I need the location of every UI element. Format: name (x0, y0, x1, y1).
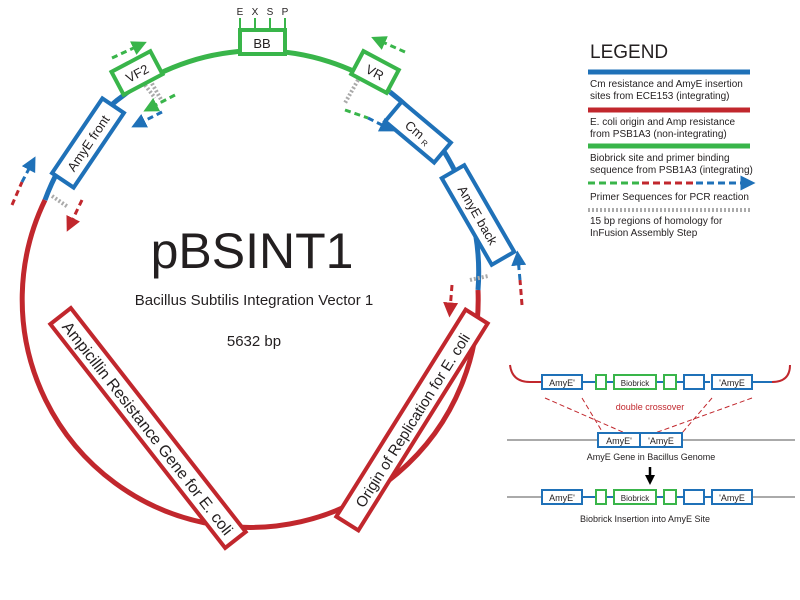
result-amye-prime-box (541, 489, 583, 505)
primer-left-inner (66, 199, 84, 232)
legend-item-red-line2: from PSB1A3 (non-integrating) (590, 129, 727, 140)
legend-item-homology-line2: InFusion Assembly Step (590, 228, 698, 239)
feature-vr: VR (348, 48, 402, 96)
feature-ori: Origin of Replication for E. coli (333, 306, 491, 534)
result-cm-box (683, 489, 705, 505)
legend-item-green-line2: sequence from PSB1A3 (integrating) (590, 165, 753, 176)
restriction-site-p: P (282, 7, 289, 18)
primer-right-inner (443, 284, 459, 318)
result-biobrick-box (613, 489, 657, 505)
fragment-green-small-left (595, 374, 607, 390)
plasmid-size: 5632 bp (227, 333, 281, 350)
feature-bb-label: BB (253, 36, 270, 51)
legend-item-blue-line2: sites from ECE153 (integrating) (590, 91, 730, 102)
primer-cm-forward (367, 116, 395, 132)
fragment-red-right (771, 364, 791, 383)
homology-regions (50, 79, 489, 282)
legend: LEGEND Cm resistance and AmyE insertion … (588, 42, 756, 239)
fragment-green-small-right (663, 374, 677, 390)
fragment-cm-box (683, 374, 705, 390)
fragment-prime-amye-label: 'AmyE (719, 378, 745, 388)
result-prime-amye-box (711, 489, 753, 505)
legend-title: LEGEND (590, 42, 668, 63)
plasmid-name: pBSINT1 (151, 223, 354, 279)
primer-vf2-forward (111, 41, 147, 60)
primer-vr-forward (371, 36, 406, 54)
fragment-prime-amye-box (711, 374, 753, 390)
legend-item-green-line1: Biobrick site and primer binding (590, 153, 730, 164)
plasmid-subtitle: Bacillus Subtilis Integration Vector 1 (135, 292, 373, 309)
primer-vr-reverse (344, 108, 369, 120)
primer-right-blue (511, 250, 527, 281)
legend-item-primers: Primer Sequences for PCR reaction (590, 192, 749, 203)
feature-vr-label: VR (363, 62, 386, 84)
legend-item-blue-line1: Cm resistance and AmyE insertion (590, 79, 743, 90)
integration-schematic: AmyE' Biobrick 'AmyE double crossover Am… (507, 364, 795, 524)
fragment-red-left (509, 364, 542, 383)
legend-item-homology-line1: 15 bp regions of homology for (590, 216, 723, 227)
result-green-small-right (663, 489, 677, 505)
feature-ori-label: Origin of Replication for E. coli (353, 331, 474, 511)
fragment-amye-prime-label: AmyE' (549, 378, 575, 388)
primer-right-red (518, 279, 524, 306)
restriction-site-x: X (252, 7, 259, 18)
fragment-amye-prime-box (541, 374, 583, 390)
result-biobrick-label: Biobrick (621, 494, 650, 503)
genome-prime-amye-box (639, 432, 683, 448)
primer-left-red (10, 181, 24, 206)
genome-label: AmyE Gene in Bacillus Genome (587, 452, 716, 462)
primer-vf2-reverse (143, 93, 176, 112)
result-prime-amye-label: 'AmyE (719, 493, 745, 503)
crossover-lines (544, 397, 753, 434)
restriction-site-s: S (267, 7, 274, 18)
feature-cm: Cm R (382, 98, 454, 166)
fragment-biobrick-box (613, 374, 657, 390)
feature-vf2: VF2 (108, 48, 166, 98)
result-green-small-left (595, 489, 607, 505)
legend-item-red-line1: E. coli origin and Amp resistance (590, 117, 736, 128)
genome-prime-amye-label: 'AmyE (648, 436, 674, 446)
feature-amp-label: Ampicillin Resistance Gene for E. coli (58, 319, 235, 539)
crossover-label: double crossover (616, 402, 685, 412)
result-amye-prime-label: AmyE' (549, 493, 575, 503)
insertion-label: Biobrick Insertion into AmyE Site (580, 514, 710, 524)
restriction-site-e: E (237, 7, 244, 18)
fragment-biobrick-label: Biobrick (621, 379, 650, 388)
feature-amp: Ampicillin Resistance Gene for E. coli (47, 305, 249, 551)
feature-amye-front: AmyE front (49, 95, 127, 191)
feature-cm-subscript: R (419, 138, 429, 149)
feature-bb: E X S P BB (237, 7, 289, 56)
primer-left-blue (20, 156, 36, 183)
genome-amye-prime-label: AmyE' (606, 436, 632, 446)
primer-blue-left-reverse (131, 110, 163, 128)
primer-arrows (10, 36, 527, 318)
